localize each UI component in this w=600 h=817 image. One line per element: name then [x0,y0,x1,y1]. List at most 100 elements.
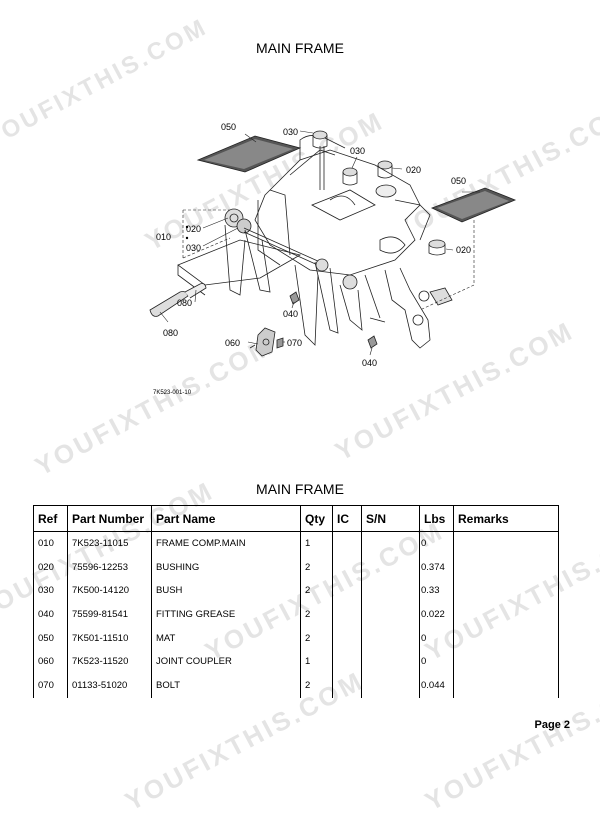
callout-080: 080 [163,328,178,338]
bush-illustration [312,130,358,190]
cell-part-number: 7K500-14120 [67,579,152,603]
cell-qty: 2 [300,626,333,650]
cell-ic [332,555,362,580]
mat-left-illustration [196,135,302,173]
cell-ref: 070 [33,673,68,698]
header-remarks: Remarks [453,505,559,532]
cell-part-name: BUSH [151,579,301,603]
cell-remarks [453,649,559,674]
header-lbs: Lbs [419,505,454,532]
cell-qty: 2 [300,555,333,580]
cell-part-name: FITTING GREASE [151,602,301,627]
callout-060: 060 [225,338,240,348]
cell-sn [361,531,420,556]
callout-020: 020 [406,165,421,175]
bracket-illustration [364,267,453,349]
table-row: 070 01133-51020 BOLT 2 0.044 [33,673,559,698]
callout-030: 030 [350,146,365,156]
cell-remarks [453,531,559,556]
cell-remarks [453,579,559,603]
joint-coupler-illustration [249,327,284,357]
header-sn: S/N [361,505,420,532]
cell-ic [332,626,362,650]
cell-lbs: 0.044 [419,673,454,698]
table-title: MAIN FRAME [256,481,344,497]
header-ref: Ref [33,505,68,532]
cell-part-name: BUSHING [151,555,301,580]
cell-qty: 1 [300,649,333,674]
cell-sn [361,602,420,627]
pin-illustration [149,283,207,317]
header-part-number: Part Number [67,505,152,532]
table-row: 060 7K523-11520 JOINT COUPLER 1 0 [33,649,559,674]
table-row: 010 7K523-11015 FRAME COMP.MAIN 1 0 [33,531,559,556]
callout-080: 080 [177,298,192,308]
cell-lbs: 0 [419,649,454,674]
cell-part-number: 7K523-11015 [67,531,152,556]
header-ic: IC [332,505,362,532]
cell-part-number: 75599-81541 [67,602,152,627]
table-header-row: Ref Part Number Part Name Qty IC S/N Lbs… [33,505,559,532]
cell-qty: 2 [300,673,333,698]
cell-ic [332,602,362,627]
bushing-illustration [375,160,446,256]
cell-part-name: JOINT COUPLER [151,649,301,674]
callout-040: 040 [283,309,298,319]
callout-050: 050 [451,176,466,186]
cell-part-number: 7K501-11510 [67,626,152,650]
pedal-arm-illustration [224,208,363,346]
cell-ref: 010 [33,531,68,556]
cell-sn [361,555,420,580]
callout-020: 020 [186,224,201,234]
cell-part-name: FRAME COMP.MAIN [151,531,301,556]
cell-ref: 040 [33,602,68,627]
cell-lbs: 0.374 [419,555,454,580]
table-row: 050 7K501-11510 MAT 2 0 [33,626,559,650]
cell-part-number: 75596-12253 [67,555,152,580]
main-frame-illustration [177,135,431,296]
guide-lines [182,209,475,311]
cell-qty: 2 [300,602,333,627]
cell-lbs: 0 [419,626,454,650]
callout-040: 040 [362,358,377,368]
callout-070: 070 [287,338,302,348]
cell-ref: 020 [33,555,68,580]
grease-fitting-illustration [289,291,378,349]
cell-remarks [453,626,559,650]
mat-right-illustration [430,187,517,223]
cell-part-number: 01133-51020 [67,673,152,698]
cell-ref: 030 [33,579,68,603]
page-number: Page 2 [534,719,570,731]
callout-030: 030 [283,127,298,137]
table-row: 030 7K500-14120 BUSH 2 0.33 [33,579,559,603]
cell-part-name: MAT [151,626,301,650]
callout-010: 010 [156,232,171,242]
cell-lbs: 0 [419,531,454,556]
callout-050: 050 [221,122,236,132]
figure-code: 7K523-001-10 [153,390,192,396]
cell-sn [361,579,420,603]
cell-lbs: 0.33 [419,579,454,603]
cell-ic [332,531,362,556]
cell-ref: 060 [33,649,68,674]
cell-ic [332,649,362,674]
cell-part-number: 7K523-11520 [67,649,152,674]
table-row: 020 75596-12253 BUSHING 2 0.374 [33,555,559,580]
cell-sn [361,673,420,698]
cell-sn [361,626,420,650]
cell-sn [361,649,420,674]
header-part-name: Part Name [151,505,301,532]
callout-020: 020 [456,245,471,255]
cell-remarks [453,555,559,580]
cell-lbs: 0.022 [419,602,454,627]
leader-lines [159,130,480,356]
cell-ref: 050 [33,626,68,650]
cell-remarks [453,602,559,627]
cell-ic [332,673,362,698]
cell-remarks [453,673,559,698]
cell-qty: 1 [300,531,333,556]
callout-030: 030 [186,243,201,253]
parts-diagram: 050 030 030 020 050 010 020 030 020 080 … [149,122,517,396]
table-row: 040 75599-81541 FITTING GREASE 2 0.022 [33,602,559,627]
cell-ic [332,579,362,603]
